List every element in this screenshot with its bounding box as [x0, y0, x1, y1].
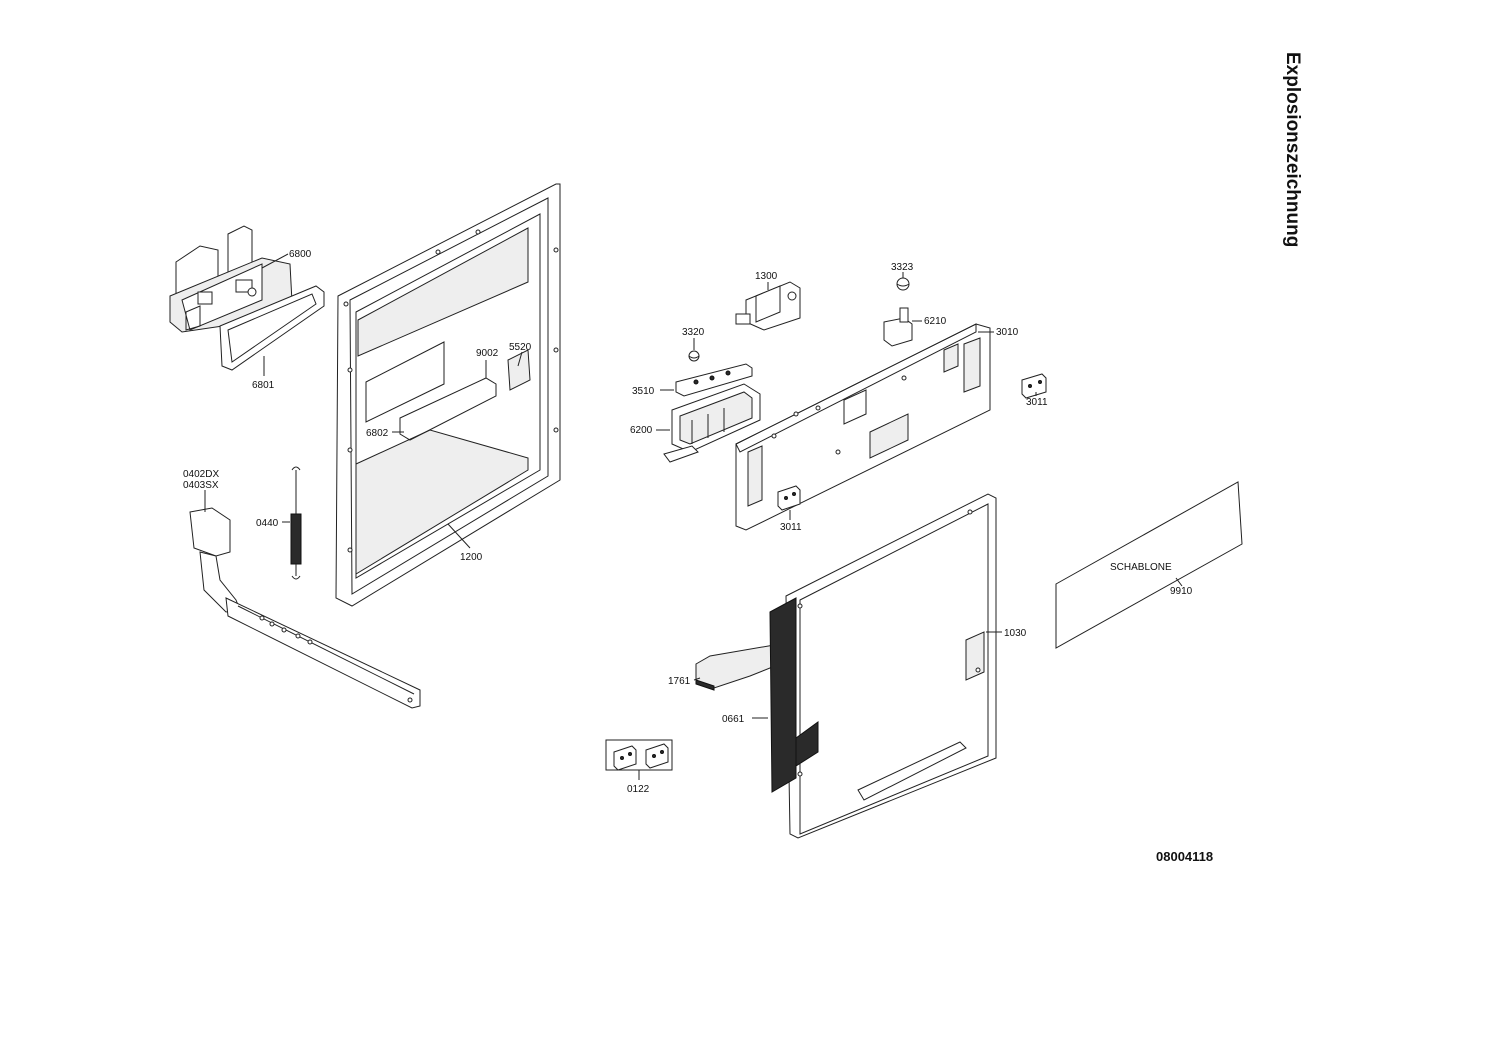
door-hinge-part[interactable]	[189, 507, 421, 709]
callout-3010: 3010	[996, 327, 1019, 338]
callout-0402dx: 0402DX	[183, 469, 219, 480]
callout-9002: 9002	[476, 348, 499, 359]
callout-1300: 1300	[755, 271, 778, 282]
callout-0661: 0661	[722, 714, 745, 725]
button-strip-part[interactable]	[675, 363, 753, 397]
leader-6800	[261, 253, 289, 269]
door-gasket-part[interactable]	[219, 285, 325, 371]
callout-6801: 6801	[252, 380, 275, 391]
callout-1030: 1030	[1004, 628, 1027, 639]
callout-6800: 6800	[289, 249, 312, 260]
inner-door-panel[interactable]	[335, 183, 561, 607]
callout-9910: 9910	[1170, 586, 1193, 597]
document-number: 08004118	[1156, 849, 1214, 864]
small-knob-part[interactable]	[688, 350, 700, 362]
outer-door-panel[interactable]	[785, 493, 997, 839]
callout-3320: 3320	[682, 327, 705, 338]
callout-3011-lower: 3011	[780, 522, 802, 533]
template-label: SCHABLONE	[1110, 562, 1172, 573]
callout-1761: 1761	[668, 676, 691, 687]
callout-3011-right: 3011	[1026, 397, 1048, 408]
callout-1200: 1200	[460, 552, 483, 563]
drawing-title: Explosionszeichnung	[1282, 52, 1303, 248]
leader-1761	[693, 677, 701, 681]
seal-strip-part[interactable]	[769, 597, 797, 793]
clip-set-part[interactable]	[605, 739, 673, 771]
callout-6210: 6210	[924, 316, 947, 327]
electronic-module-part[interactable]	[663, 383, 761, 463]
callout-0403sx: 0403SX	[183, 480, 219, 491]
callout-6802: 6802	[366, 428, 389, 439]
spring-part[interactable]	[290, 466, 302, 580]
clip-part-lower[interactable]	[777, 485, 801, 511]
callout-5520: 5520	[509, 342, 532, 353]
callout-6200: 6200	[630, 425, 653, 436]
callout-3510: 3510	[632, 386, 655, 397]
template-sheet[interactable]	[1055, 481, 1243, 649]
leader-1200	[447, 523, 471, 549]
leader-9910	[1175, 577, 1183, 587]
control-panel-part[interactable]	[735, 323, 991, 531]
knob-part[interactable]	[896, 277, 910, 291]
switch-part[interactable]	[735, 281, 801, 331]
callout-3323: 3323	[891, 262, 914, 273]
callout-0122: 0122	[627, 784, 650, 795]
insulation-pad-part[interactable]	[695, 643, 781, 691]
leader-5520	[517, 351, 523, 367]
callout-0440: 0440	[256, 518, 279, 529]
clip-part-right[interactable]	[1021, 373, 1047, 399]
push-button-part[interactable]	[883, 307, 913, 347]
